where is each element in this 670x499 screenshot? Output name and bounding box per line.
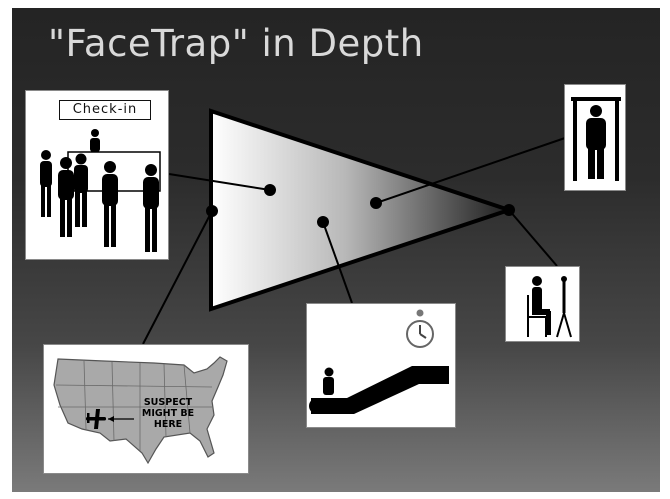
funnel-triangle bbox=[209, 108, 516, 312]
node-scanner bbox=[370, 197, 382, 209]
node-apex bbox=[503, 204, 515, 216]
connector-scanner bbox=[375, 137, 566, 204]
checkin-panel: Check-in bbox=[25, 90, 169, 260]
connector-escalator bbox=[322, 221, 353, 304]
airplane-icon bbox=[86, 409, 106, 429]
slide: "FaceTrap" in Depth Check-in bbox=[12, 8, 660, 492]
node-map bbox=[206, 205, 218, 217]
clock-icon bbox=[406, 309, 434, 348]
seated-panel bbox=[505, 266, 580, 342]
checkin-sign: Check-in bbox=[59, 100, 151, 120]
diagram-canvas bbox=[142, 108, 566, 345]
node-checkin bbox=[264, 184, 276, 196]
seated-person-icon bbox=[527, 276, 572, 338]
scanner-panel bbox=[564, 84, 626, 191]
map-label: SUSPECT MIGHT BE HERE bbox=[141, 397, 195, 430]
usa-map-icon bbox=[53, 356, 228, 465]
walkthrough-scanner-icon bbox=[571, 97, 621, 181]
slide-title: "FaceTrap" in Depth bbox=[48, 22, 424, 65]
people-queue-icon bbox=[40, 129, 161, 252]
escalator-panel bbox=[306, 303, 456, 428]
escalator-icon bbox=[309, 309, 449, 414]
map-panel: SUSPECT MIGHT BE HERE bbox=[43, 344, 249, 474]
node-escalator bbox=[317, 216, 329, 228]
arrow-icon bbox=[108, 416, 134, 422]
connector-seated bbox=[508, 209, 558, 267]
connector-map bbox=[142, 210, 213, 345]
connector-checkin bbox=[168, 173, 271, 191]
